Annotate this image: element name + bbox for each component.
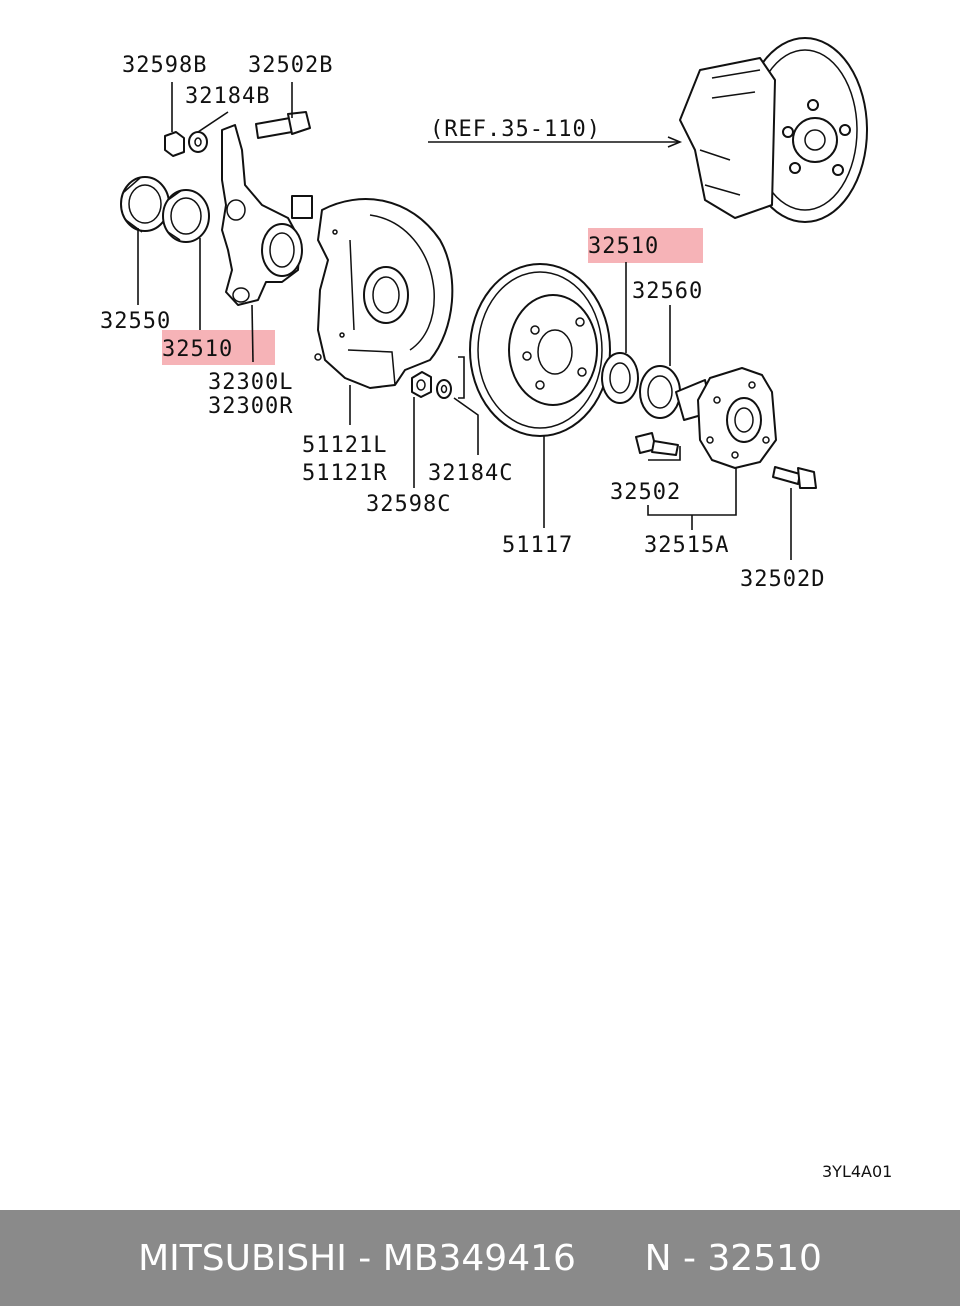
dust-shield-illustration <box>314 198 454 389</box>
label-32510-left: 32510 <box>162 337 233 362</box>
nut-32598C-illustration <box>411 371 432 398</box>
brake-disc-illustration <box>469 263 611 437</box>
footer-part-number: MB349416 <box>382 1237 576 1279</box>
label-32502D: 32502D <box>740 567 825 592</box>
label-51117: 51117 <box>502 533 573 558</box>
diagram-code: 3YL4A01 <box>822 1162 893 1181</box>
label-32502: 32502 <box>610 480 681 505</box>
label-32300R: 32300R <box>208 394 293 419</box>
bolt-32502B-illustration <box>255 111 311 139</box>
ref-arrow <box>667 136 683 148</box>
washer-32184B-illustration <box>188 131 208 153</box>
bracket-32184C <box>458 356 465 399</box>
footer-bar: MITSUBISHI - MB349416 N - 32510 <box>0 1210 960 1306</box>
label-32515A: 32515A <box>644 533 729 558</box>
steering-knuckle-illustration <box>221 124 313 306</box>
label-51121R: 51121R <box>302 461 387 486</box>
label-32560: 32560 <box>632 279 703 304</box>
leader-lines <box>137 82 792 560</box>
bolt-32502-illustration <box>635 432 679 456</box>
footer-separator: - <box>346 1237 383 1279</box>
label-32598C: 32598C <box>366 492 451 517</box>
caliper-assembly-illustration <box>679 37 868 223</box>
label-32184B: 32184B <box>185 84 270 109</box>
footer-ref-code: N - 32510 <box>644 1237 822 1279</box>
label-ref: (REF.35-110) <box>430 117 601 142</box>
label-32300L: 32300L <box>208 370 293 395</box>
label-32502B: 32502B <box>248 53 333 78</box>
footer-brand: MITSUBISHI <box>138 1237 347 1279</box>
label-32510-right: 32510 <box>588 234 659 259</box>
label-32550: 32550 <box>100 309 171 334</box>
highlight-32510-right <box>588 228 703 263</box>
oil-seal-32550-illustration <box>120 176 170 233</box>
bolt-32502D-illustration <box>772 466 817 489</box>
nut-32598B-illustration <box>164 131 185 157</box>
bearing-32510-right-illustration <box>601 352 639 404</box>
wheel-hub-illustration <box>675 367 777 469</box>
oil-seal-32560-illustration <box>639 365 681 419</box>
footer-gap <box>576 1238 645 1279</box>
label-51121L: 51121L <box>302 433 387 458</box>
highlight-32510-left <box>162 330 275 365</box>
parts-diagram: 32598B 32502B 32184B (REF.35-110) 32550 … <box>100 37 868 592</box>
bearing-32510-left-illustration <box>162 189 210 243</box>
label-32184C: 32184C <box>428 461 513 486</box>
washer-32184C-illustration <box>436 379 452 399</box>
label-32598B: 32598B <box>122 53 207 78</box>
